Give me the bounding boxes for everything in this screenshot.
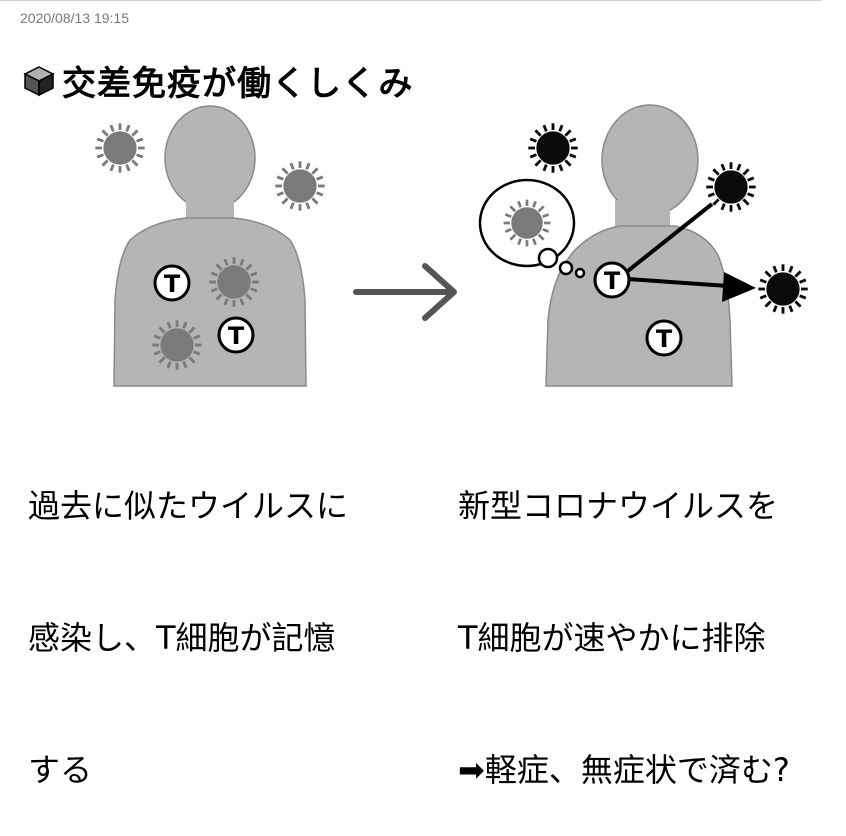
right-body [545, 104, 733, 387]
new-virus-1 [526, 121, 580, 175]
left-caption: 過去に似たウイルスに 感染し、T細胞が記憶 する [28, 396, 348, 836]
title-row: 交差免疫が働くしくみ [22, 56, 413, 105]
t-cell-icon: T [153, 264, 191, 302]
left-caption-line: する [28, 751, 93, 789]
past-virus-2 [273, 159, 327, 213]
left-caption-line: 過去に似たウイルスに [28, 487, 349, 525]
left-caption-line: 感染し、T細胞が記憶 [28, 619, 336, 657]
right-caption-line: T細胞が速やかに排除 [458, 619, 766, 657]
attack-arrows [622, 202, 756, 302]
t-cell-icon: T [217, 316, 255, 354]
t-cell-label: T [164, 270, 181, 298]
t-cell-icon: T [645, 319, 683, 357]
t-cell-icon: T [593, 261, 631, 299]
new-virus-3 [756, 262, 810, 316]
right-caption: 新型コロナウイルスを T細胞が速やかに排除 ➡軽症、無症状で済む? [458, 396, 790, 836]
right-caption-line: ➡軽症、無症状で済む? [458, 751, 790, 789]
t-cell-label: T [656, 325, 673, 353]
cube-icon [23, 65, 55, 96]
right-caption-line: 新型コロナウイルスを [458, 487, 779, 525]
arrow-icon [353, 263, 457, 321]
new-virus-2 [704, 160, 758, 214]
t-cell-label: T [604, 267, 621, 295]
diagram: T T T T [93, 104, 810, 387]
t-cell-label: T [228, 322, 245, 350]
past-virus-1 [93, 121, 147, 175]
top-divider [0, 0, 822, 1]
page-title: 交差免疫が働くしくみ [62, 64, 414, 104]
timestamp: 2020/08/13 19:15 [20, 10, 129, 26]
